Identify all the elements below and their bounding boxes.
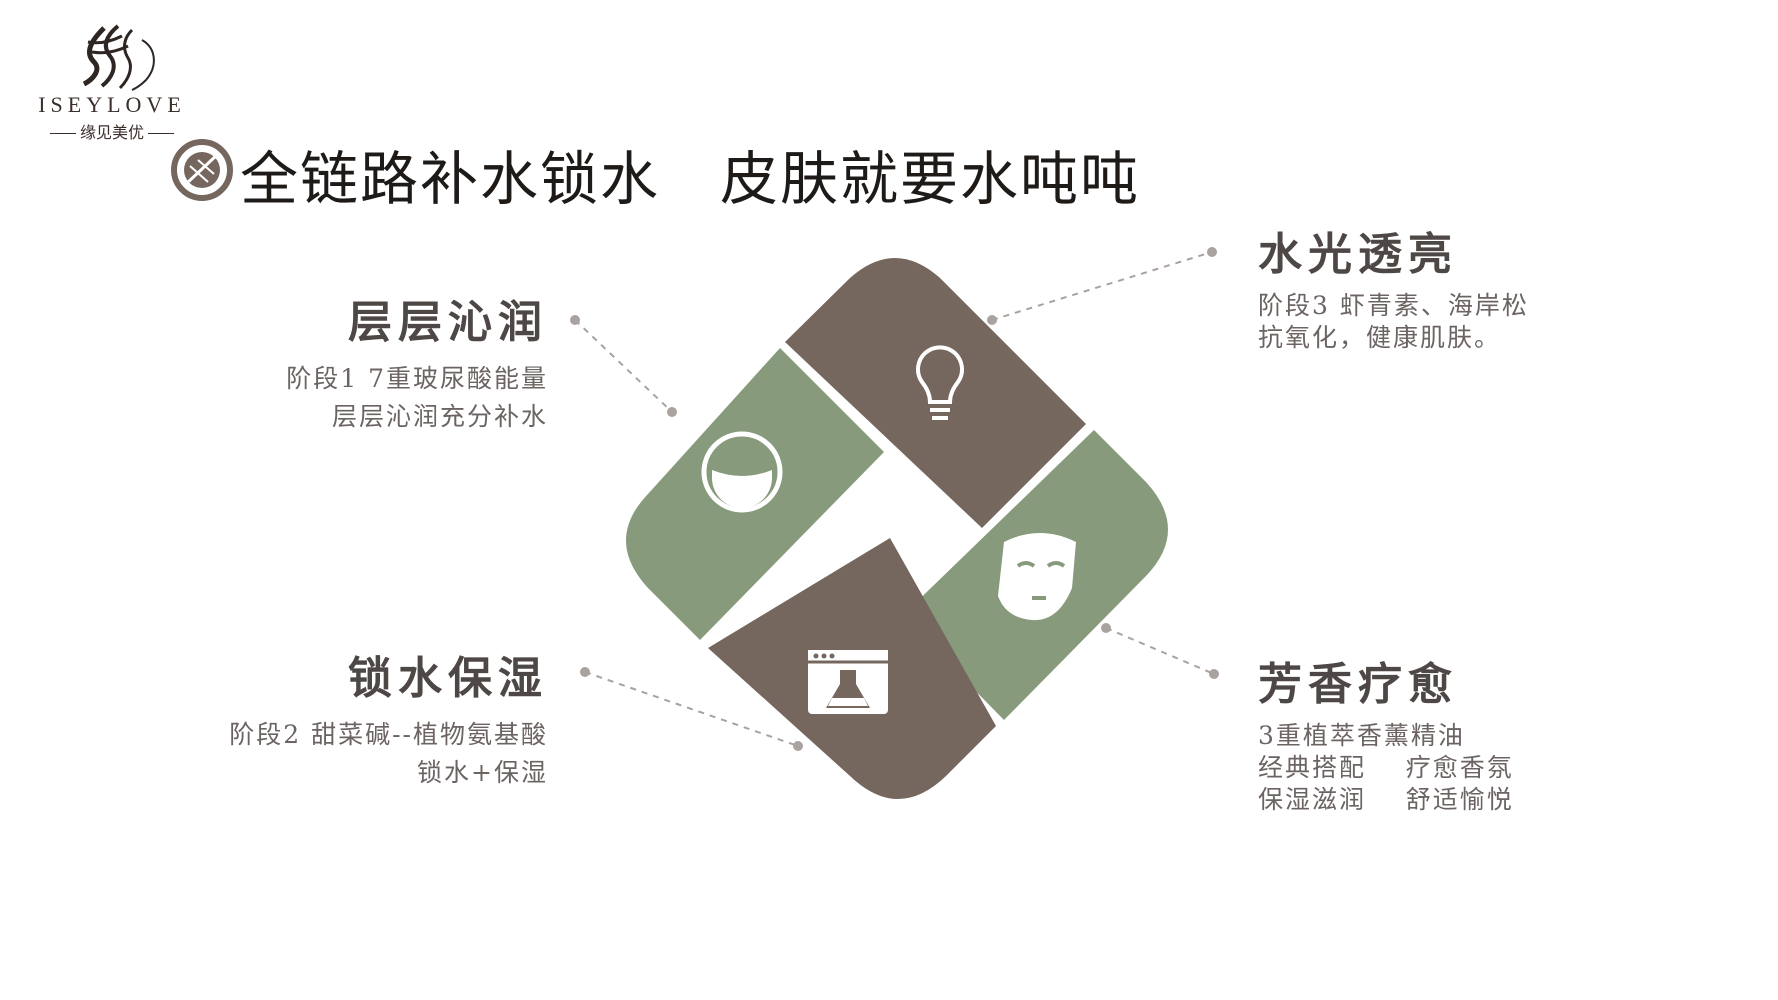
section-4-line-3: 保湿滋润 舒适愉悦 — [1258, 785, 1514, 814]
section-1-line-2: 层层沁润充分补水 — [331, 402, 548, 431]
dot-s1-outer — [570, 315, 580, 325]
lab-flask-icon — [808, 650, 888, 714]
brand-logo-front: ISEYLOVE 缘见美优 — [32, 22, 192, 142]
section-1-heading: 层层沁润 — [348, 297, 548, 348]
lightbulb-icon — [916, 345, 964, 420]
connector-line-s1 — [574, 319, 673, 413]
connector-line-s2 — [584, 671, 799, 747]
section-1-line-1: 阶段1 7重玻尿酸能量 — [286, 364, 548, 393]
dot-s4-outer — [1209, 669, 1219, 679]
section-3-description: 阶段3 虾青素、海岸松 抗氧化，健康肌肤。 — [1258, 290, 1529, 354]
dot-s3-inner — [987, 315, 997, 325]
section-4-line-2: 经典搭配 疗愈香氛 — [1258, 753, 1514, 782]
section-2-line-2: 锁水+保湿 — [417, 758, 548, 787]
logo-sub: 缘见美优 — [32, 119, 192, 143]
face-mask-icon — [998, 533, 1076, 621]
hair-swirl-icon — [82, 24, 155, 91]
heading-part-1: 全链路补水锁水 — [240, 145, 661, 213]
section-4-line-1: 3重植萃香薰精油 — [1258, 721, 1465, 750]
segment-top — [785, 258, 1086, 528]
section-2-line-1: 阶段2 甜菜碱--植物氨基酸 — [229, 720, 548, 749]
water-drop-circle-icon — [701, 431, 783, 513]
dot-s3-outer — [1207, 247, 1217, 257]
section-2-heading: 锁水保湿 — [348, 653, 548, 704]
dot-s2-outer — [580, 667, 590, 677]
heading-part-2: 皮肤就要水吨吨 — [720, 145, 1141, 213]
section-3-heading: 水光透亮 — [1258, 229, 1458, 280]
section-3-line-1: 阶段3 虾青素、海岸松 — [1258, 291, 1529, 320]
connector-line-s4 — [1105, 627, 1215, 675]
section-2-description: 阶段2 甜菜碱--植物氨基酸 锁水+保湿 — [229, 716, 548, 792]
connector-line-s3 — [991, 251, 1213, 321]
page-heading: 全链路补水锁水皮肤就要水吨吨 — [240, 132, 1140, 216]
title-leaf-icon — [171, 139, 233, 201]
dot-s2-inner — [793, 741, 803, 751]
logo-brand: ISEYLOVE — [38, 92, 186, 117]
dot-s4-inner — [1101, 623, 1111, 633]
section-4-description: 3重植萃香薰精油 经典搭配 疗愈香氛 保湿滋润 舒适愉悦 — [1258, 720, 1514, 816]
section-4-heading: 芳香疗愈 — [1258, 659, 1458, 710]
section-1-description: 阶段1 7重玻尿酸能量 层层沁润充分补水 — [286, 360, 548, 436]
dot-s1-inner — [667, 407, 677, 417]
section-3-line-2: 抗氧化，健康肌肤。 — [1258, 323, 1502, 352]
